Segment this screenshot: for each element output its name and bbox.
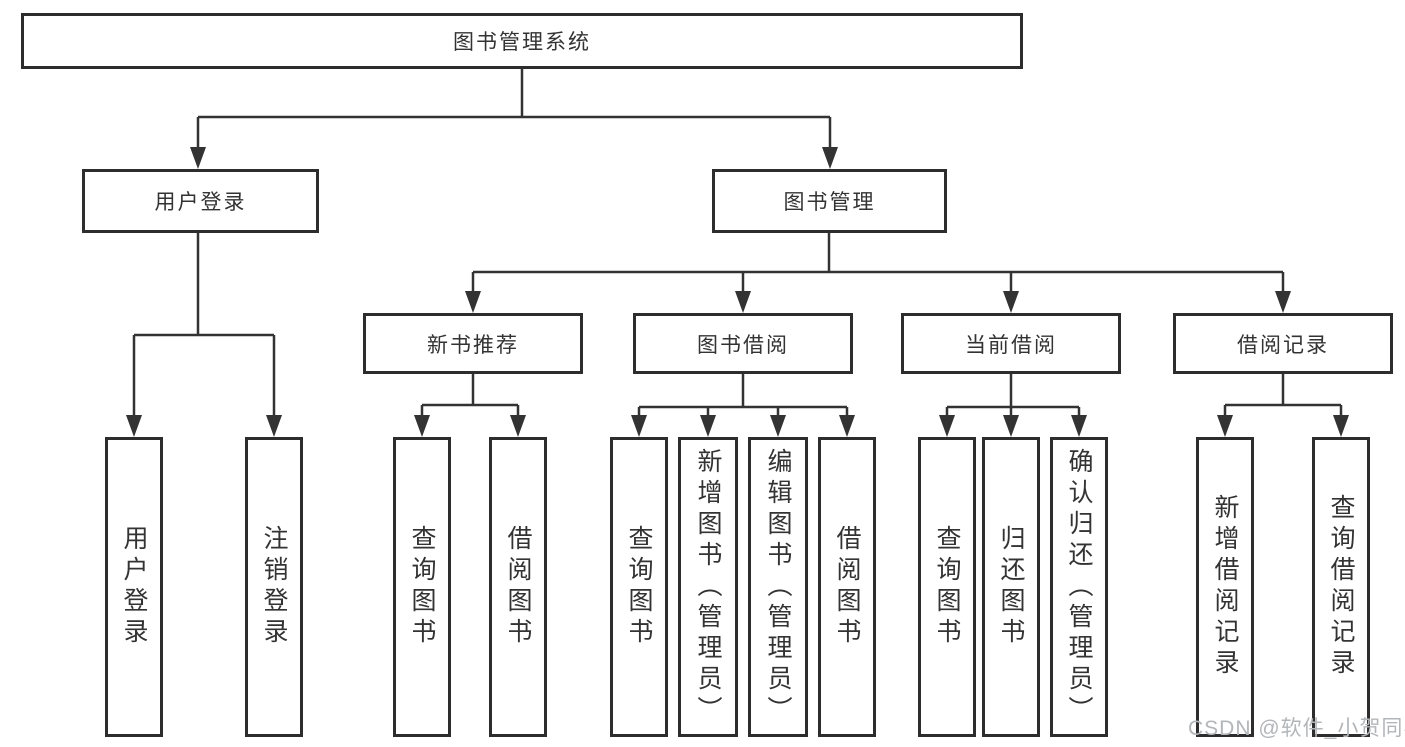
- node-leaf-query-books-current: 查询图书: [918, 437, 976, 737]
- node-leaf-user-login-label: 用户登录: [120, 525, 148, 649]
- node-leaf-add-borrow-record: 新增借阅记录: [1196, 437, 1254, 737]
- node-leaf-add-books-admin-label: 新增图书（管理员）: [694, 447, 722, 727]
- connector-new-book-children: [420, 373, 520, 417]
- node-leaf-edit-books-admin: 编辑图书（管理员）: [748, 437, 808, 737]
- node-leaf-logout-label: 注销登录: [260, 525, 288, 649]
- node-leaf-add-borrow-record-label: 新增借阅记录: [1211, 494, 1239, 680]
- node-leaf-user-login: 用户登录: [105, 437, 163, 737]
- node-leaf-borrow-books: 借阅图书: [818, 437, 876, 737]
- node-leaf-logout: 注销登录: [245, 437, 303, 737]
- node-user-login: 用户登录: [82, 169, 319, 233]
- node-new-book-recommendation: 新书推荐: [363, 313, 583, 374]
- node-book-management: 图书管理: [712, 169, 947, 233]
- connector-book-management-children: [471, 233, 1285, 293]
- csdn-watermark: CSDN @软件_小贺同学: [1188, 717, 1405, 740]
- connector-root-to-level2: [196, 69, 832, 149]
- node-book-management-system-label: 图书管理系统: [453, 31, 591, 54]
- node-current-borrowing-label: 当前借阅: [965, 333, 1057, 357]
- node-leaf-borrow-books-label: 借阅图书: [833, 525, 861, 649]
- connector-user-login-children: [132, 231, 276, 417]
- node-leaf-query-books-borrow: 查询图书: [610, 437, 668, 737]
- node-leaf-query-borrow-record-label: 查询借阅记录: [1327, 494, 1355, 680]
- node-leaf-confirm-return-admin: 确认归还（管理员）: [1050, 437, 1108, 737]
- node-leaf-query-borrow-record: 查询借阅记录: [1312, 437, 1370, 737]
- node-leaf-borrow-books-recommend-label: 借阅图书: [504, 525, 532, 649]
- node-user-login-label: 用户登录: [154, 191, 247, 214]
- node-leaf-borrow-books-recommend: 借阅图书: [489, 437, 547, 737]
- node-book-borrowing-label: 图书借阅: [697, 333, 789, 357]
- node-leaf-query-books-current-label: 查询图书: [933, 525, 961, 649]
- node-leaf-edit-books-admin-label: 编辑图书（管理员）: [764, 447, 792, 727]
- node-new-book-recommendation-label: 新书推荐: [427, 333, 519, 357]
- node-leaf-return-books-label: 归还图书: [997, 525, 1025, 649]
- node-borrowing-records: 借阅记录: [1173, 313, 1393, 374]
- node-current-borrowing: 当前借阅: [901, 313, 1121, 374]
- node-book-management-label: 图书管理: [783, 191, 876, 214]
- node-leaf-query-books-borrow-label: 查询图书: [625, 525, 653, 649]
- node-leaf-return-books: 归还图书: [982, 437, 1040, 737]
- node-leaf-confirm-return-admin-label: 确认归还（管理员）: [1065, 447, 1093, 727]
- node-borrowing-records-label: 借阅记录: [1237, 333, 1329, 357]
- node-leaf-query-books-recommend-label: 查询图书: [408, 525, 436, 649]
- connector-current-borrow-children: [945, 373, 1081, 417]
- arrowheads: [126, 147, 1349, 437]
- node-book-management-system: 图书管理系统: [21, 13, 1023, 69]
- node-leaf-add-books-admin: 新增图书（管理员）: [678, 437, 738, 737]
- connector-borrow-record-children: [1223, 373, 1343, 417]
- node-book-borrowing: 图书借阅: [633, 313, 853, 374]
- node-leaf-query-books-recommend: 查询图书: [393, 437, 451, 737]
- connector-book-borrow-children: [637, 373, 849, 417]
